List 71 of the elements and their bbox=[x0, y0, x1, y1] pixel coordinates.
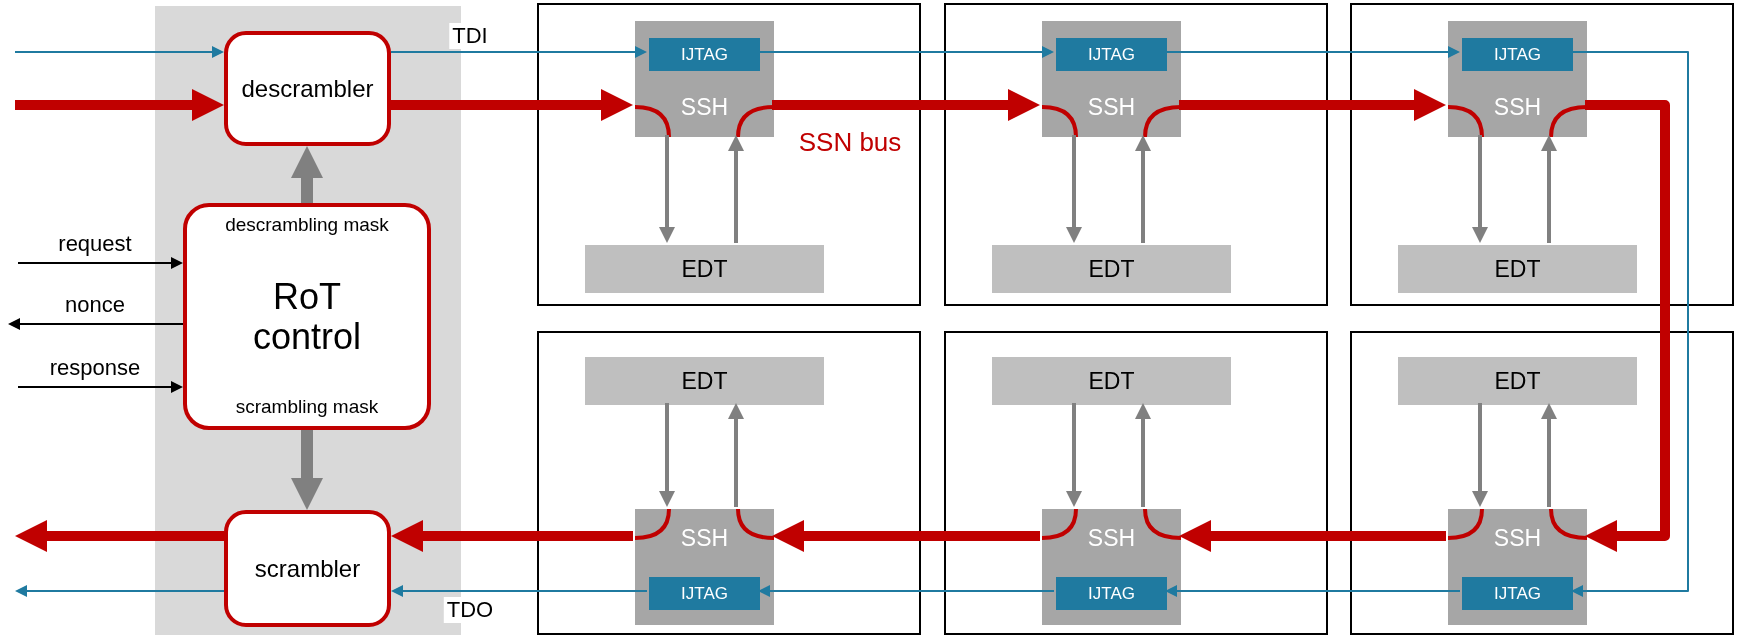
arrow bbox=[1570, 51, 1689, 597]
core-frame bbox=[944, 3, 1328, 306]
process-box: scrambler bbox=[224, 510, 391, 627]
block-label: SSH bbox=[1087, 524, 1136, 552]
arrow bbox=[1585, 100, 1670, 552]
ssh-block bbox=[1448, 21, 1587, 137]
arrow bbox=[17, 381, 183, 393]
arrow bbox=[1164, 46, 1460, 58]
arrow bbox=[1135, 135, 1151, 243]
block-label: SSH bbox=[1087, 93, 1136, 121]
arrow bbox=[1179, 89, 1446, 121]
ssh-block bbox=[1448, 509, 1587, 625]
control-box bbox=[183, 203, 431, 430]
arrow bbox=[1541, 403, 1557, 507]
block-label: SSH bbox=[1493, 524, 1542, 552]
arrow bbox=[291, 430, 323, 510]
core-frame bbox=[944, 331, 1328, 635]
arrow bbox=[1066, 135, 1082, 243]
process-box: descrambler bbox=[224, 31, 391, 146]
arrow bbox=[1472, 135, 1488, 243]
edt-box: EDT bbox=[1398, 357, 1637, 405]
arrow bbox=[1472, 403, 1488, 507]
arrow bbox=[15, 89, 224, 121]
arrow bbox=[15, 520, 224, 552]
arrow bbox=[15, 585, 225, 597]
arrow bbox=[659, 135, 675, 243]
arrow bbox=[1179, 520, 1446, 552]
edt-box: EDT bbox=[992, 357, 1231, 405]
core-frame bbox=[1350, 3, 1734, 306]
core-frame bbox=[537, 3, 921, 306]
arrow bbox=[291, 146, 323, 203]
arrow bbox=[728, 135, 744, 243]
ssh-block bbox=[635, 21, 774, 137]
arrow bbox=[659, 403, 675, 507]
edt-box: EDT bbox=[585, 357, 824, 405]
arrow bbox=[757, 46, 1054, 58]
edt-box: EDT bbox=[1398, 245, 1637, 293]
arrow bbox=[1541, 135, 1557, 243]
ssh-block bbox=[1042, 21, 1181, 137]
edt-box: EDT bbox=[992, 245, 1231, 293]
block-label: SSH bbox=[680, 93, 729, 121]
edt-box: EDT bbox=[585, 245, 824, 293]
ssh-block bbox=[635, 509, 774, 625]
core-frame bbox=[1350, 331, 1734, 635]
ijtag-box: IJTAG bbox=[1462, 577, 1573, 610]
arrow bbox=[391, 89, 633, 121]
arrow bbox=[772, 520, 1040, 552]
ijtag-box: IJTAG bbox=[649, 577, 760, 610]
box-note: scrambling mask bbox=[235, 397, 379, 418]
ijtag-box: IJTAG bbox=[1462, 38, 1573, 71]
arrow bbox=[772, 89, 1040, 121]
arrow bbox=[728, 403, 744, 507]
arrow bbox=[14, 46, 224, 58]
arrow bbox=[1135, 403, 1151, 507]
ijtag-box: IJTAG bbox=[1056, 38, 1167, 71]
box-title: RoT control bbox=[251, 276, 363, 357]
arrow bbox=[391, 585, 648, 597]
core-frame bbox=[537, 331, 921, 635]
arrow bbox=[1165, 585, 1461, 597]
ssh-block bbox=[1042, 509, 1181, 625]
arrow bbox=[758, 585, 1055, 597]
arrow bbox=[391, 520, 633, 552]
arrow bbox=[8, 318, 184, 330]
ijtag-box: IJTAG bbox=[1056, 577, 1167, 610]
ijtag-box: IJTAG bbox=[649, 38, 760, 71]
box-heading: descrambling mask bbox=[225, 215, 389, 236]
arrow bbox=[1066, 403, 1082, 507]
arrow bbox=[17, 257, 183, 269]
block-label: SSH bbox=[1493, 93, 1542, 121]
arrow bbox=[390, 46, 647, 58]
block-label: SSH bbox=[680, 524, 729, 552]
